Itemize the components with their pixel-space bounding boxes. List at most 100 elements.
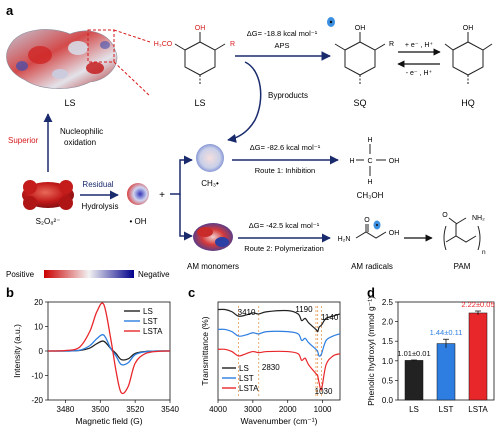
radical-dot-icon — [329, 20, 333, 24]
d-bar-ls — [404, 360, 424, 401]
ch3-radical-esp — [196, 144, 224, 172]
sq-oh-label: OH — [355, 25, 366, 32]
am-radical-structure — [355, 224, 387, 239]
panel-label-a: a — [6, 3, 14, 18]
negative-label: Negative — [138, 270, 170, 279]
zoom-line-bottom — [113, 61, 151, 97]
c-xtick-label: 1000 — [314, 405, 332, 414]
ch3oh-label: CH₃OH — [357, 191, 384, 200]
hydroxyl-label: OH — [195, 25, 206, 32]
sq-r-label: R — [389, 41, 394, 48]
b-ytick-label: -20 — [31, 396, 43, 405]
b-xtick-label: 3480 — [57, 405, 75, 414]
b-xlabel: Magnetic field (G) — [75, 416, 142, 426]
am-h2n: H₂N — [338, 236, 351, 243]
superior-label: Superior — [8, 136, 39, 145]
c-annotation: 1190 — [295, 305, 313, 314]
b-xtick-label: 3500 — [91, 405, 109, 414]
b-ylabel: Intensity (a.u.) — [12, 324, 22, 378]
ch3oh-h-left: H — [349, 158, 354, 165]
c-xtick-label: 3000 — [244, 405, 262, 414]
b-xtick-label: 3520 — [126, 405, 144, 414]
zoom-box — [87, 29, 115, 63]
d-data-label: 1.44±0.11 — [430, 328, 463, 337]
b-xtick-label: 3540 — [161, 405, 179, 414]
ch3-radical-label: CH₃• — [201, 179, 219, 188]
positive-label: Positive — [6, 270, 35, 279]
c-annotation: 1140 — [321, 313, 339, 322]
hq-structure — [444, 32, 493, 85]
panel-label-c: c — [188, 285, 195, 300]
c-xtick-label: 4000 — [209, 405, 227, 414]
b-series-lsta — [47, 302, 171, 395]
zoom-line-top — [113, 29, 151, 43]
d-ytick-label: 2.5 — [382, 298, 394, 307]
d-ytick-label: 1.5 — [382, 337, 394, 346]
c-legend-label: LS — [239, 364, 249, 373]
branch-arrow-up — [170, 155, 193, 195]
d-ytick-label: 1.0 — [382, 357, 394, 366]
c-xtick-label: 2000 — [279, 405, 297, 414]
c-series-ls — [217, 308, 341, 333]
d-bar-lsta — [468, 312, 488, 401]
b-ytick-label: 0 — [39, 347, 44, 356]
am-radical-dot-icon — [376, 224, 378, 226]
c-annotation: 2830 — [262, 363, 280, 372]
pam-label: PAM — [454, 262, 471, 271]
c-legend-label: LST — [239, 374, 254, 383]
branch-arrow-down — [179, 194, 193, 241]
aps-label: APS — [274, 41, 289, 50]
residual-label: Residual — [82, 180, 113, 189]
ch3oh-oh: OH — [389, 158, 400, 165]
s2o8-esp-surface — [22, 180, 74, 210]
ch3oh-h-bottom: H — [367, 179, 372, 186]
ls-label-left: LS — [64, 98, 75, 108]
b-legend-label: LSTA — [143, 327, 163, 336]
b-ytick-label: 10 — [34, 323, 43, 332]
d-data-label: 1.01±0.01 — [397, 349, 430, 358]
route1-label: Route 1: Inhibition — [255, 166, 315, 175]
nucleophilic-label-2: oxidation — [64, 138, 96, 147]
am-monomers-label: AM monomers — [187, 262, 239, 271]
d-xtick-label: LST — [439, 405, 454, 414]
ch3oh-h-top: H — [367, 137, 372, 144]
panel-label-d: d — [367, 285, 375, 300]
sq-structure — [334, 32, 386, 85]
r-label: R — [230, 41, 235, 48]
route2-label: Route 2: Polymerization — [244, 244, 324, 253]
am-o: O — [364, 217, 370, 224]
d-ylabel: Phenolic hydroxyl (mmol g⁻¹) — [366, 296, 376, 406]
am-oh: OH — [389, 230, 400, 237]
d-ytick-label: 0.0 — [382, 396, 394, 405]
am-monomer-esp — [193, 223, 233, 251]
d-xtick-label: LS — [409, 405, 419, 414]
b-ytick-label: -10 — [31, 372, 43, 381]
oh-radical-label: • OH — [129, 217, 146, 226]
c-xlabel: Wavenumber (cm⁻¹) — [241, 416, 318, 426]
hq-label: HQ — [461, 98, 475, 108]
ls-label-center: LS — [194, 98, 205, 108]
dg-aps: ΔG= -18.8 kcal mol⁻¹ — [247, 29, 318, 38]
am-radicals-label: AM radicals — [351, 262, 393, 271]
d-data-label: 2.22±0.05 — [461, 300, 494, 309]
pam-structure — [443, 217, 481, 251]
pam-n: n — [482, 249, 486, 256]
byproducts-arrow — [227, 61, 262, 143]
pam-o: O — [442, 212, 448, 219]
dg-route2: ΔG= -42.5 kcal mol⁻¹ — [249, 221, 320, 230]
ch3oh-c: C — [367, 158, 372, 165]
panel-label-b: b — [6, 285, 14, 300]
methoxy-label: H₃CO — [154, 41, 173, 48]
hq-oh-label: OH — [463, 25, 474, 32]
ch3oh-structure — [356, 144, 386, 176]
d-ytick-label: 0.5 — [382, 376, 394, 385]
b-legend-label: LST — [143, 317, 158, 326]
ls-esp-surface — [6, 29, 118, 89]
b-legend-label: LS — [143, 307, 153, 316]
esp-color-scale — [44, 270, 134, 278]
oh-radical-esp — [127, 183, 149, 205]
c-series-lsta — [217, 348, 341, 391]
